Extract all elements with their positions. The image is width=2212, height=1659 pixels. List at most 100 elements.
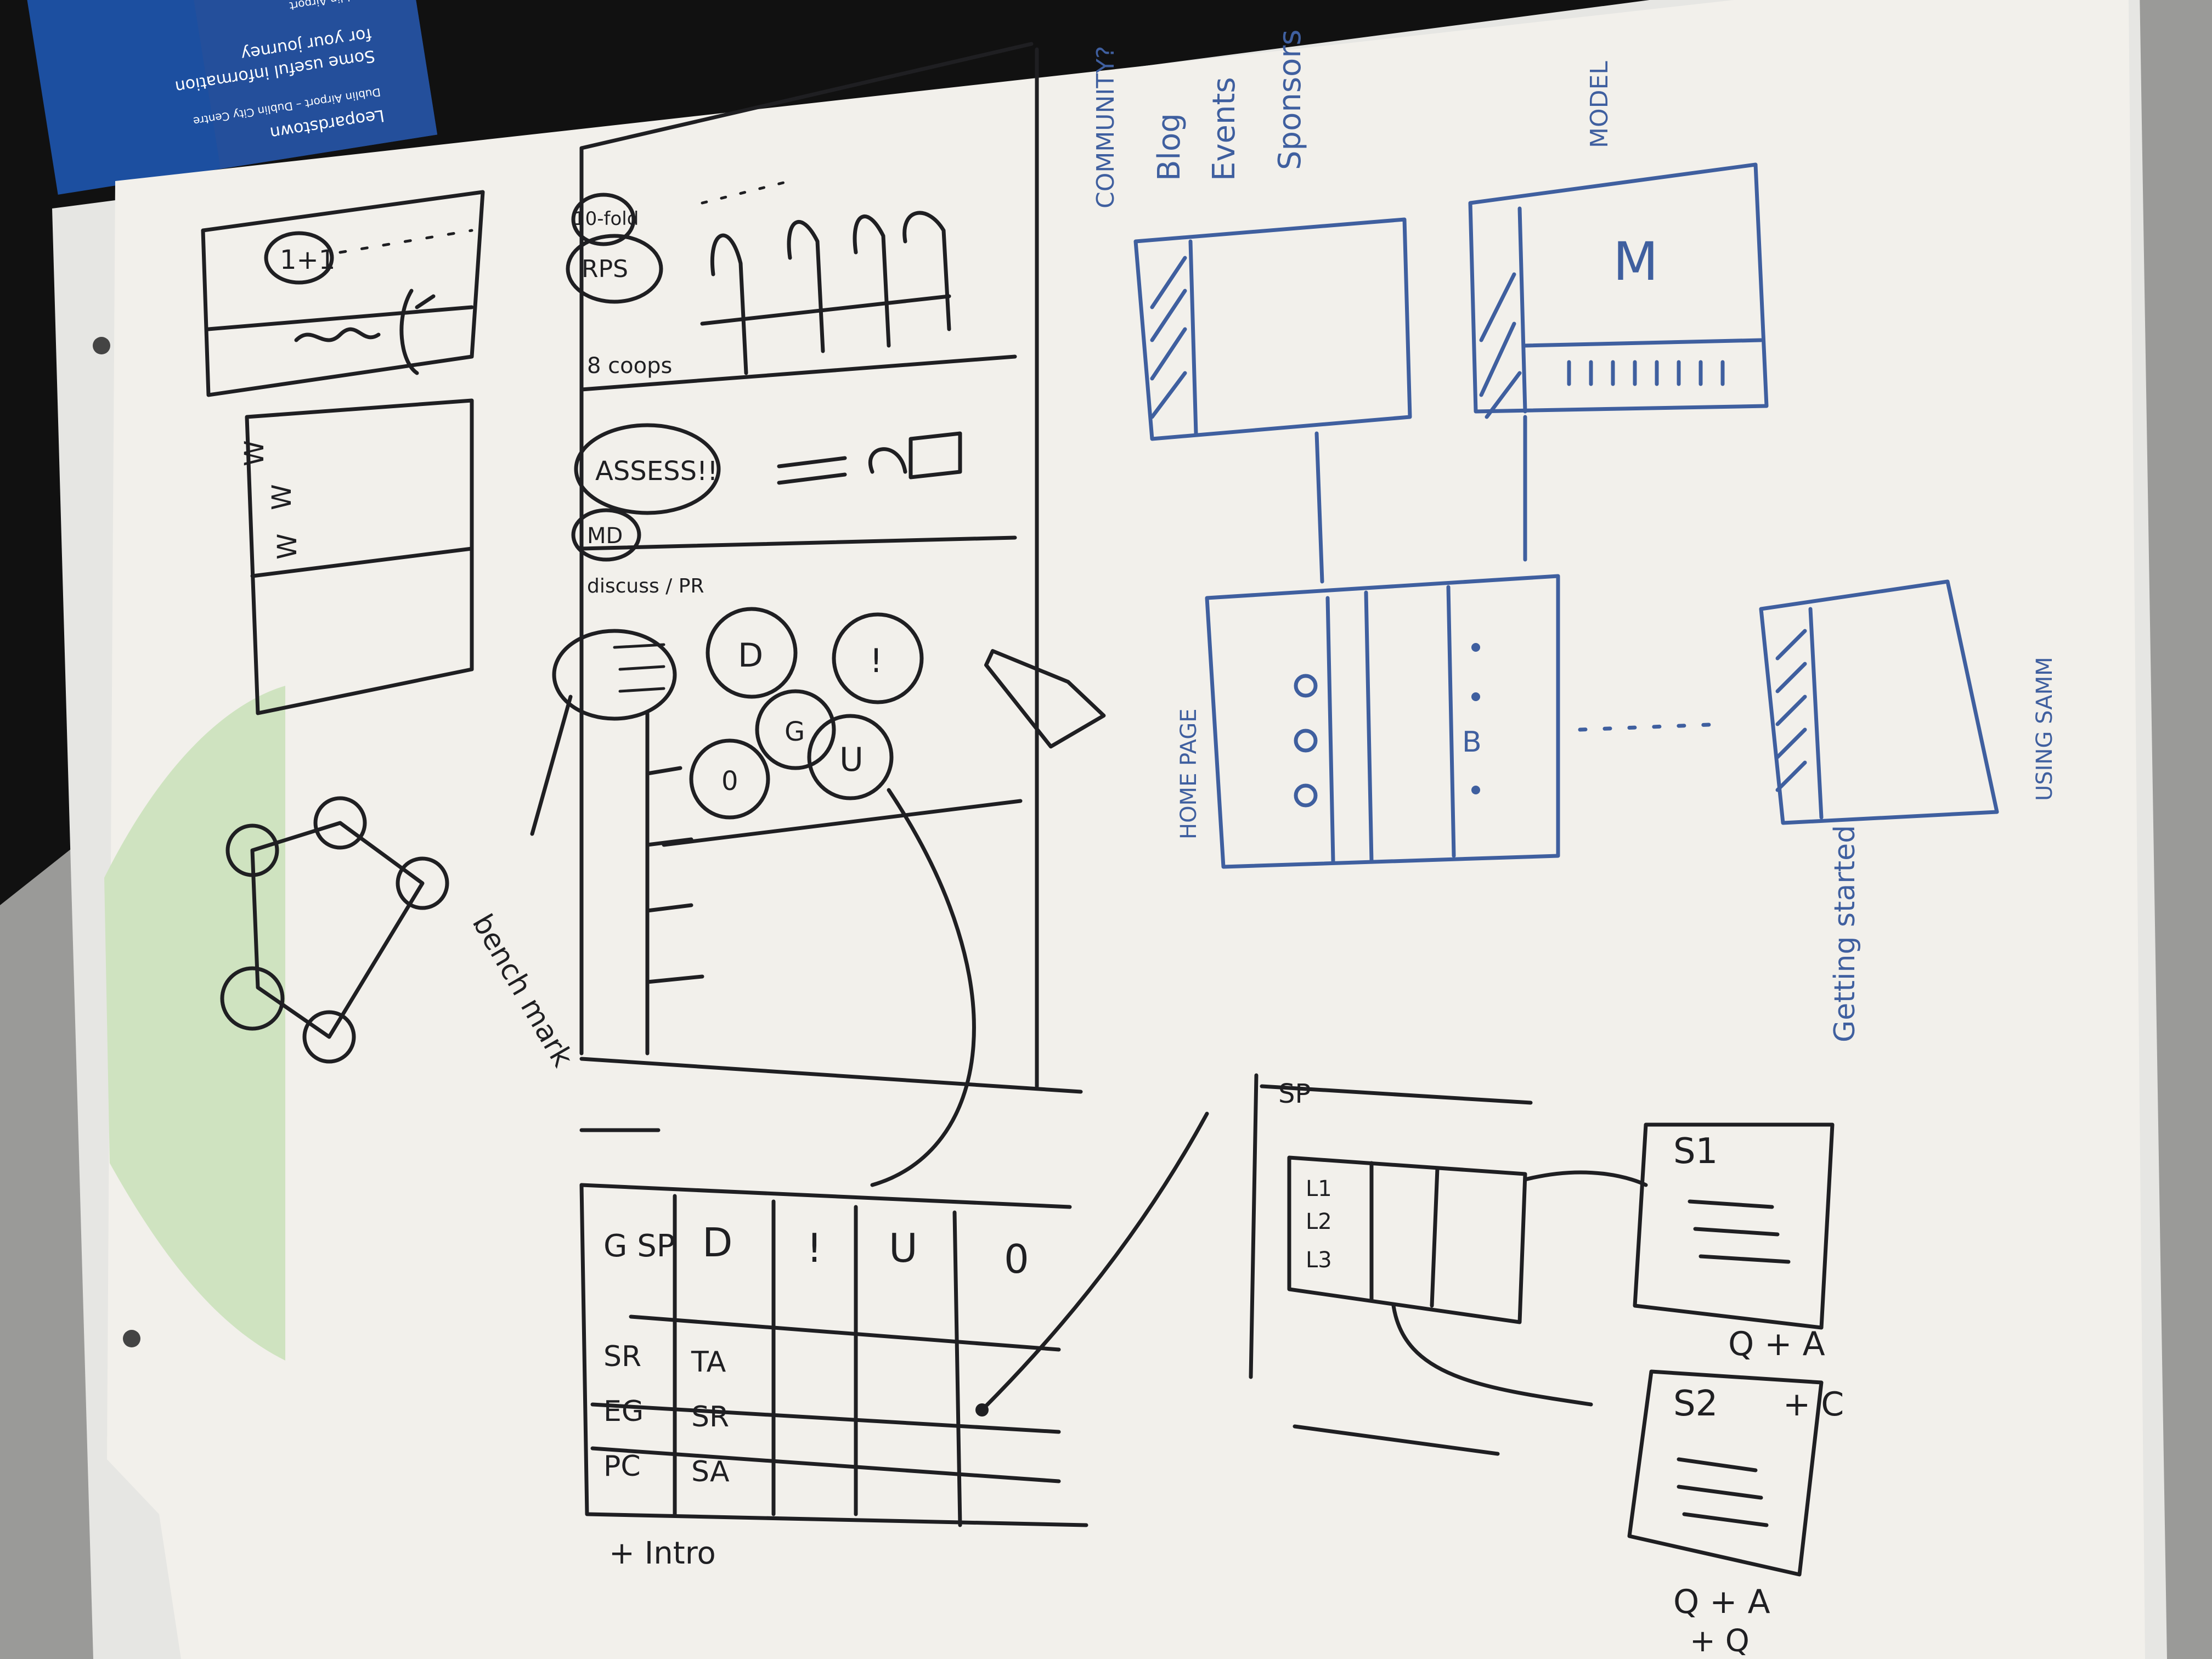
wireframe-list-box	[245, 398, 474, 715]
home-circle-2	[1294, 729, 1318, 753]
flip-chart-paper	[107, 0, 2145, 1659]
blog-label: Blog	[1152, 113, 1187, 181]
grid-header-u: U	[889, 1225, 918, 1271]
column-divider-1	[579, 354, 1017, 392]
grid-col-lines	[673, 1194, 962, 1527]
card-4	[902, 211, 951, 331]
paper-accent-band	[104, 686, 285, 1361]
grid-cell-r3c1: PC	[603, 1450, 641, 1483]
qa-label-1: Q + A	[1728, 1325, 1825, 1363]
card-1	[710, 233, 748, 375]
list-bubble-lines	[613, 643, 665, 693]
home-dotted-connector	[1578, 722, 1725, 732]
grid-footer: + Intro	[609, 1536, 716, 1571]
bubble-g	[755, 689, 836, 770]
column-label-assess: ASSESS!!	[595, 456, 718, 487]
wireframe-figure	[399, 289, 436, 375]
list-arrow	[530, 695, 573, 836]
grid-header-line	[629, 1314, 1061, 1352]
home-mark-b: B	[1462, 726, 1482, 759]
cards-crossline	[700, 294, 951, 326]
grid-arrow	[980, 1111, 1209, 1412]
qa-label-2: + C	[1783, 1385, 1844, 1424]
column-label-md: MD	[587, 523, 623, 549]
grid-header-zero: 0	[1004, 1236, 1029, 1282]
sp-row-l1: L1	[1306, 1176, 1332, 1201]
home-page-label: HOME PAGE	[1176, 708, 1201, 839]
model-label: MODEL	[1585, 61, 1613, 148]
model-ticks	[1567, 360, 1725, 386]
sp-row-l2: L2	[1306, 1209, 1332, 1234]
sp-top-edge	[1260, 1084, 1533, 1105]
column-bottom-edge	[579, 1057, 1083, 1094]
community-label: COMMUNITY?	[1092, 46, 1120, 208]
model-hatch	[1479, 272, 1522, 419]
column-label-10fold: 10-fold	[573, 208, 639, 230]
model-letter: M	[1613, 231, 1658, 292]
curved-arrow	[870, 788, 976, 1187]
network-node-2	[313, 796, 367, 850]
model-sidebar	[1517, 206, 1527, 414]
pentagon-shape	[984, 649, 1106, 749]
sp-row-l3: L3	[1306, 1248, 1332, 1273]
airport-brochure: Leopardstown Dublin Airport – Dublin Cit…	[22, 0, 438, 195]
column-divider-3	[662, 799, 1023, 847]
grid-header-g: G SP	[603, 1228, 675, 1264]
home-page-columns	[1325, 585, 1456, 864]
sp-section: SP L1 L2 L3 S1 Q + A + C S2 Q + A + Q	[1249, 1073, 1844, 1659]
using-samm-box	[1759, 579, 1999, 825]
model-divider	[1523, 338, 1763, 348]
qa-label-4: + Q	[1690, 1623, 1750, 1659]
stream-s2-lines	[1677, 1457, 1769, 1527]
stream-s1-label: S1	[1673, 1131, 1718, 1172]
bubble-letter-zero: 0	[721, 766, 738, 797]
blue-ink-sketches: COMMUNITY? Blog Events Sponsors MODEL M	[1092, 30, 2057, 1042]
list-letter-3: W	[272, 534, 303, 560]
stream-s1-box	[1633, 1122, 1835, 1330]
grid-outer	[579, 1183, 1088, 1527]
wireframe-dotted-line	[338, 229, 473, 254]
stream-s1-lines	[1688, 1199, 1791, 1264]
sp-arrow-s1	[1523, 1170, 1648, 1187]
grid-top-line	[579, 1183, 1072, 1209]
bubble-u	[807, 714, 894, 800]
bubble-excl	[832, 612, 924, 704]
grid-header-excl: !	[806, 1225, 822, 1271]
bubble-d	[706, 607, 798, 699]
network-edges	[250, 821, 425, 1039]
using-samm-hatch	[1775, 629, 1807, 792]
assess-lines	[777, 456, 847, 485]
bubble-letter-g: G	[785, 716, 805, 747]
network-node-1	[225, 823, 279, 877]
sp-left-edge	[1249, 1073, 1259, 1379]
sp-inner-cols	[1369, 1161, 1440, 1308]
column-top-edge	[579, 42, 1034, 150]
community-sidebar	[1188, 239, 1198, 436]
sp-label: SP	[1278, 1079, 1311, 1109]
network-node-3	[396, 856, 449, 910]
wireframe-divider	[206, 305, 474, 331]
community-box	[1133, 217, 1412, 441]
md-bubble	[571, 508, 641, 562]
column-bubble-1	[571, 193, 636, 246]
using-samm-sidebar	[1808, 607, 1824, 820]
bubble-letter-u: U	[839, 741, 864, 779]
wireframe-squiggle	[294, 327, 381, 342]
bubble-cluster: D ! U G 0	[689, 607, 924, 820]
column-bubble-2	[566, 234, 663, 304]
network-node-5	[220, 966, 285, 1031]
grid-cell-r3c2: SA	[691, 1455, 730, 1488]
network-node-4	[302, 1010, 356, 1064]
column-label-rps: RPS	[582, 255, 628, 283]
wireframe-label: 1+1	[280, 245, 335, 275]
wireframe-list-divider	[250, 546, 474, 578]
assess-bubble	[574, 423, 721, 515]
model-box	[1468, 162, 1769, 414]
qa-label-3: Q + A	[1673, 1583, 1770, 1621]
grid-cell-r2c2: SR	[691, 1401, 729, 1434]
events-label: Events	[1206, 77, 1242, 181]
sp-bottom-line	[1293, 1424, 1500, 1456]
sponsors-label: Sponsors	[1272, 30, 1308, 170]
home-dot-2	[1471, 692, 1480, 701]
